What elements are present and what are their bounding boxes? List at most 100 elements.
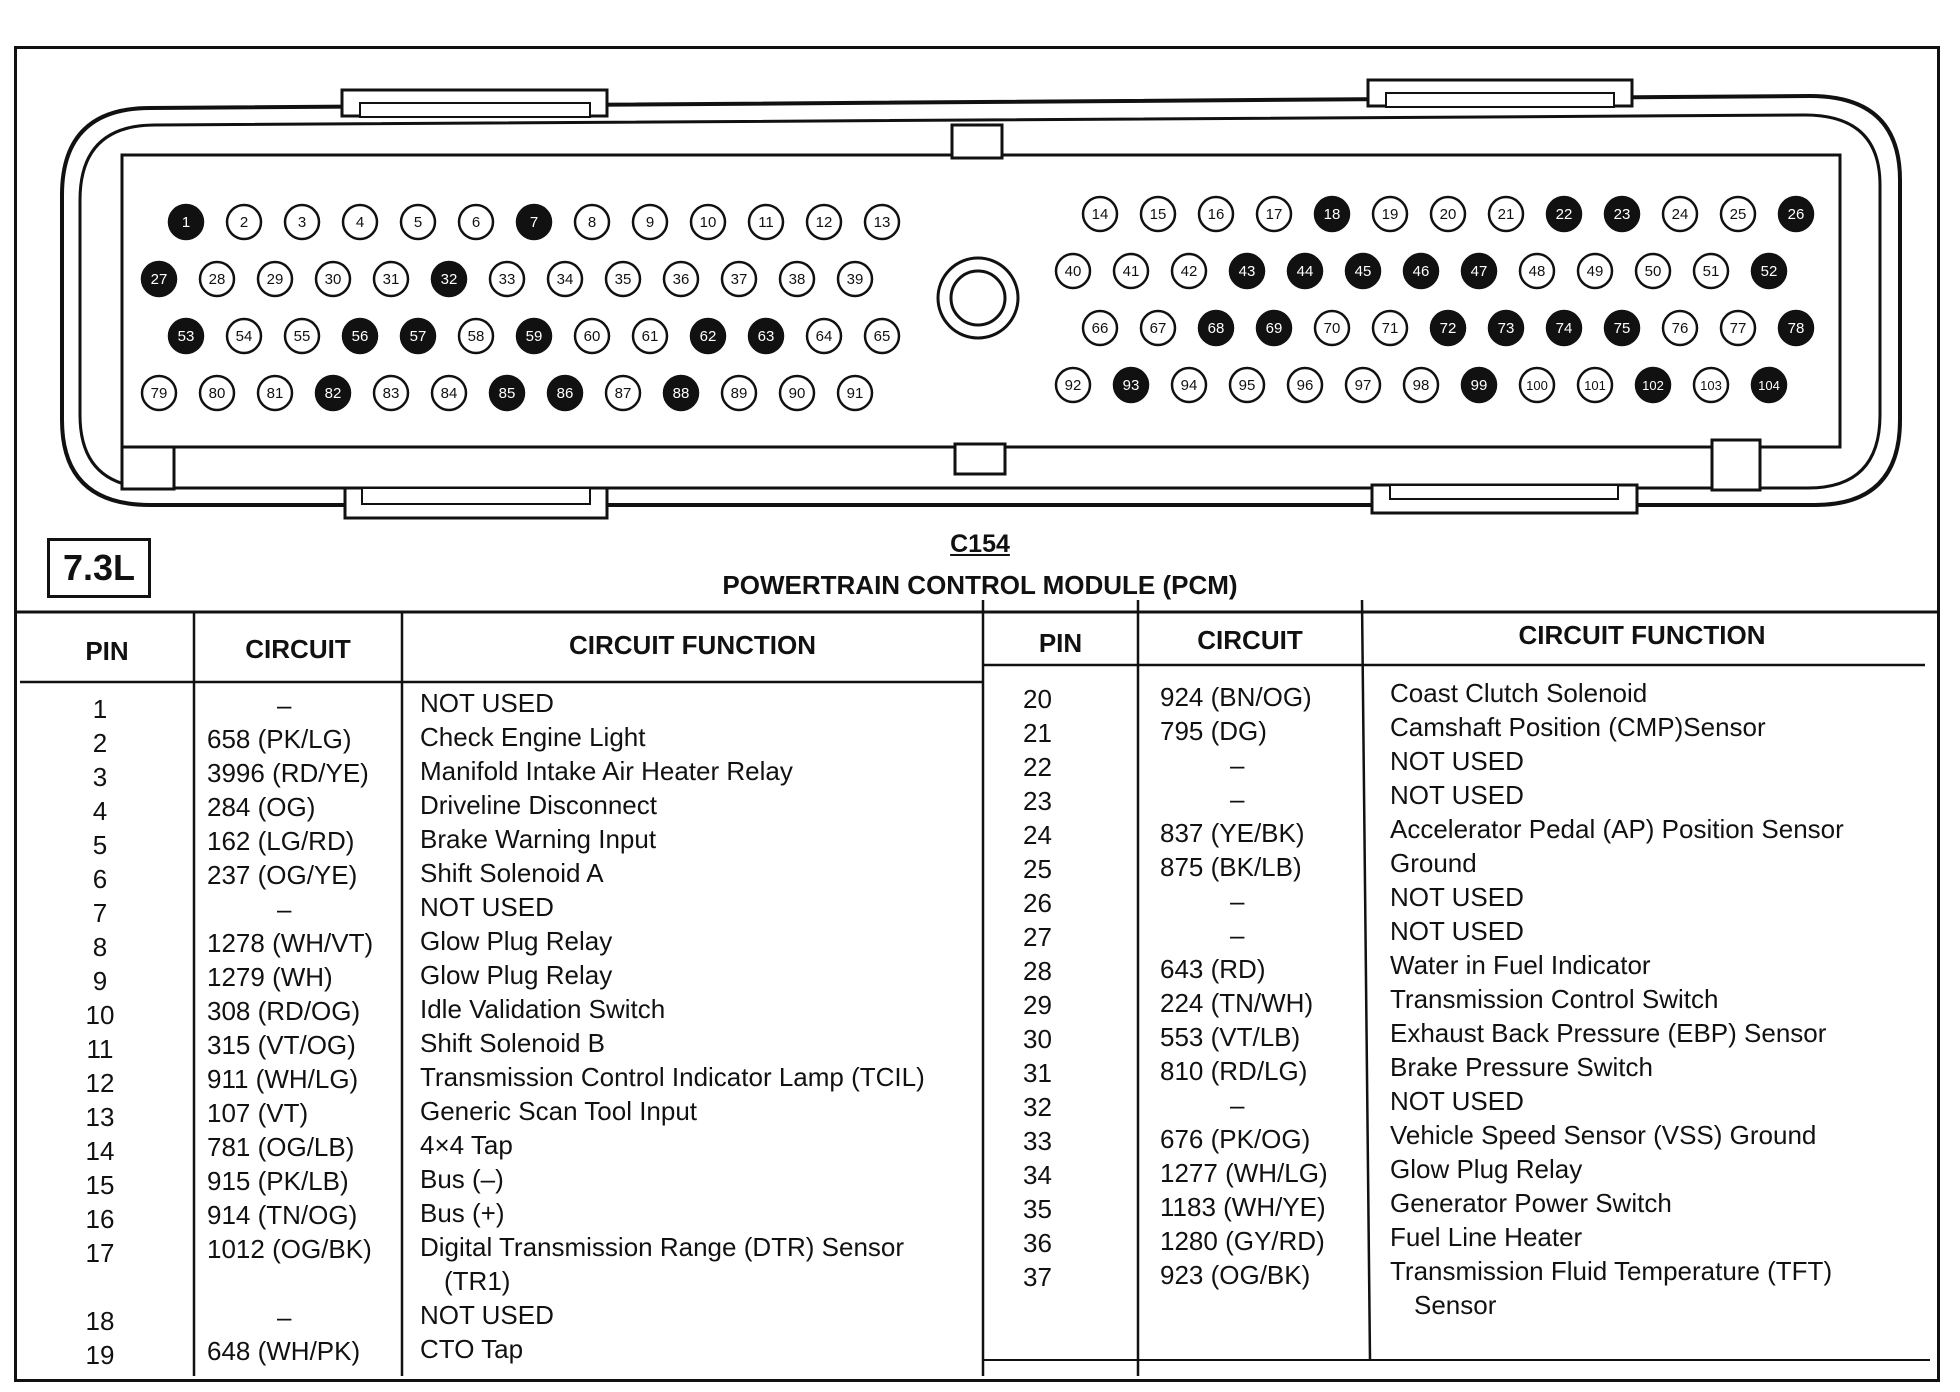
pin-58 xyxy=(457,317,495,355)
pin-71 xyxy=(1371,309,1409,347)
pin-label-13: 13 xyxy=(874,214,891,231)
pin-cell: 22 xyxy=(1023,752,1052,782)
pin-label-88: 88 xyxy=(673,385,690,402)
pin-cell: 20 xyxy=(1023,684,1052,714)
circuit-cell: 875 (BK/LB) xyxy=(1160,852,1302,882)
pin-54 xyxy=(225,317,263,355)
pin-cell: 27 xyxy=(1023,922,1052,952)
pin-19 xyxy=(1371,195,1409,233)
pin-cell: 24 xyxy=(1023,820,1052,850)
pin-cell: 5 xyxy=(92,830,108,860)
pin-cell: 9 xyxy=(92,966,108,996)
pin-label-72: 72 xyxy=(1440,320,1457,337)
function-cell: NOT USED xyxy=(420,686,980,720)
pin-1 xyxy=(167,203,205,241)
circuit-cell: 224 (TN/WH) xyxy=(1160,988,1314,1018)
pin-4 xyxy=(341,203,379,241)
pin-3 xyxy=(283,203,321,241)
pin-label-103: 103 xyxy=(1700,378,1722,393)
col-rule-5 xyxy=(1360,599,1372,1361)
pin-29 xyxy=(256,260,294,298)
pin-92 xyxy=(1054,366,1092,404)
header-circuit-right: CIRCUIT xyxy=(1197,625,1303,655)
circuit-cell: 810 (RD/LG) xyxy=(1160,1056,1308,1086)
pin-97 xyxy=(1344,366,1382,404)
function-cell: Check Engine Light xyxy=(420,720,980,754)
circuit-cell: 643 (RD) xyxy=(1160,954,1266,984)
function-text: NOT USED xyxy=(420,688,554,718)
pin-cell: 4 xyxy=(92,796,108,826)
circuit-cell: 924 (BN/OG) xyxy=(1160,682,1312,712)
function-cell: Water in Fuel Indicator xyxy=(1390,948,1930,982)
pin-11 xyxy=(747,203,785,241)
circuit-cell: 914 (TN/OG) xyxy=(207,1200,358,1230)
pin-61 xyxy=(631,317,669,355)
pin-cell: 3 xyxy=(92,762,108,792)
function-cell: Transmission Fluid Temperature (TFT)Sens… xyxy=(1390,1254,1930,1322)
function-cell: Glow Plug Relay xyxy=(420,924,980,958)
connector-shell-outer xyxy=(60,93,1902,507)
pin-label-23: 23 xyxy=(1614,206,1631,223)
pin-label-54: 54 xyxy=(236,328,253,345)
function-cell: CTO Tap xyxy=(420,1332,980,1366)
bottom-latch-right-inner xyxy=(1389,484,1619,500)
pin-45 xyxy=(1344,252,1382,290)
pin-21 xyxy=(1487,195,1525,233)
pin-cell: 12 xyxy=(85,1068,115,1098)
circuit-cell: 676 (PK/OG) xyxy=(1160,1124,1311,1154)
function-text: Shift Solenoid A xyxy=(420,858,604,888)
function-text: Driveline Disconnect xyxy=(420,790,657,820)
function-text: Bus (–) xyxy=(420,1164,504,1194)
pin-label-21: 21 xyxy=(1498,206,1515,223)
bottom-latch-left-inner xyxy=(361,487,591,505)
header-function-left: CIRCUIT FUNCTION xyxy=(569,630,816,660)
pin-cell: 13 xyxy=(85,1102,115,1132)
circuit-cell: 3996 (RD/YE) xyxy=(207,758,369,788)
pin-34 xyxy=(546,260,584,298)
pin-cell: 16 xyxy=(85,1204,115,1234)
pin-23 xyxy=(1603,195,1641,233)
function-text: Transmission Control Switch xyxy=(1390,984,1719,1014)
function-text: Exhaust Back Pressure (EBP) Sensor xyxy=(1390,1018,1827,1048)
pin-label-66: 66 xyxy=(1092,320,1109,337)
pin-69 xyxy=(1255,309,1293,347)
pin-81 xyxy=(256,374,294,412)
pin-label-19: 19 xyxy=(1382,206,1399,223)
pin-label-4: 4 xyxy=(356,214,364,231)
pin-22 xyxy=(1545,195,1583,233)
function-text: CTO Tap xyxy=(420,1334,524,1364)
pin-label-40: 40 xyxy=(1065,263,1082,280)
circuit-cell: 1280 (GY/RD) xyxy=(1160,1226,1325,1256)
pin-74 xyxy=(1545,309,1583,347)
pin-label-61: 61 xyxy=(642,328,659,345)
pin-label-18: 18 xyxy=(1324,206,1341,223)
function-text: Brake Warning Input xyxy=(420,824,657,854)
function-text: Digital Transmission Range (DTR) Sensor xyxy=(420,1232,905,1262)
pin-label-34: 34 xyxy=(557,271,574,288)
pin-label-25: 25 xyxy=(1730,206,1747,223)
function-cell: NOT USED xyxy=(420,1298,980,1332)
pin-59 xyxy=(515,317,553,355)
pin-85 xyxy=(488,374,526,412)
pin-84 xyxy=(430,374,468,412)
pin-label-43: 43 xyxy=(1239,263,1256,280)
pin-label-85: 85 xyxy=(499,385,516,402)
pin-cell: 19 xyxy=(85,1340,115,1370)
function-cell: NOT USED xyxy=(1390,744,1930,778)
pin-57 xyxy=(399,317,437,355)
circuit-cell: 648 (WH/PK) xyxy=(207,1336,361,1366)
pin-24 xyxy=(1661,195,1699,233)
function-cell: Manifold Intake Air Heater Relay xyxy=(420,754,980,788)
function-cell: Digital Transmission Range (DTR) Sensor (… xyxy=(420,1230,980,1298)
pin-cell: 35 xyxy=(1023,1194,1052,1224)
pin-cell: 15 xyxy=(85,1170,115,1200)
function-text-continued: (TR1) xyxy=(444,1266,511,1296)
pin-103 xyxy=(1692,366,1730,404)
pin-cell: 33 xyxy=(1023,1126,1052,1156)
function-text: Glow Plug Relay xyxy=(420,960,613,990)
pin-cell: 17 xyxy=(85,1238,115,1268)
pin-label-2: 2 xyxy=(240,214,248,231)
pin-label-30: 30 xyxy=(325,271,342,288)
